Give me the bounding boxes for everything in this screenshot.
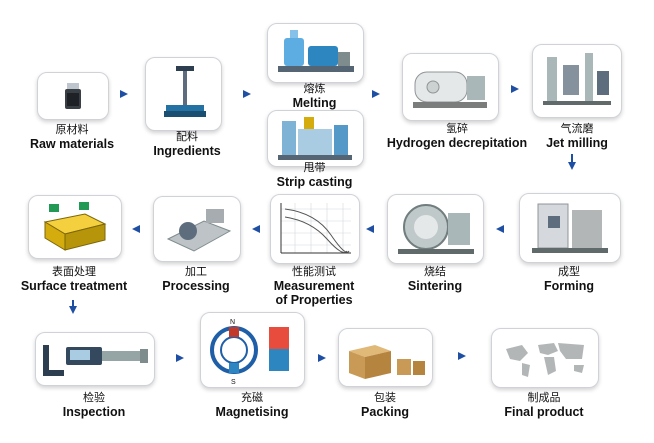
arrow-left-2: [366, 225, 374, 233]
strip-casting-image: [267, 110, 364, 167]
raw-materials-caption: 原材料 Raw materials: [12, 124, 132, 151]
processing-image: [153, 196, 241, 262]
arrow-down-1-shaft: [571, 154, 573, 162]
processing-caption: 加工 Processing: [141, 266, 251, 293]
hydrogen-caption: 氢碎 Hydrogen decrepitation: [372, 123, 542, 150]
arrow-down-1: [568, 162, 576, 170]
surface-treatment-image: [28, 195, 122, 259]
raw-materials-image: [37, 72, 109, 120]
surface-treatment-caption: 表面处理 Surface treatment: [4, 266, 144, 293]
pole-n-label: N: [230, 319, 235, 326]
caster-icon: [278, 117, 352, 160]
measurement-caption: 性能测试 Measurement of Properties: [254, 266, 374, 307]
ingredients-cn: 配料: [176, 131, 198, 143]
surface-treatment-cn: 表面处理: [52, 266, 96, 278]
melting-cn: 熔炼: [303, 83, 326, 95]
inspection-en: Inspection: [62, 404, 126, 419]
jet-milling-en: Jet milling: [546, 135, 608, 150]
forming-caption: 成型 Forming: [514, 266, 624, 293]
packing-cn: 包装: [374, 392, 396, 404]
arrow-left-3: [252, 225, 260, 233]
strip-casting-en: Strip casting: [276, 174, 353, 189]
sintering-cn: 烧结: [424, 266, 446, 278]
ingredients-image: [145, 57, 222, 131]
measurement-image: [270, 194, 360, 264]
ingredients-en: Ingredients: [153, 143, 221, 158]
micrometer-icon: [43, 345, 148, 376]
forming-cn: 成型: [558, 266, 580, 278]
measurement-en-line1: Measurement: [273, 278, 355, 293]
scale-icon: [164, 66, 206, 117]
packing-caption: 包装 Packing: [330, 392, 440, 419]
melting-image: [267, 23, 364, 83]
inspection-caption: 检验 Inspection: [39, 392, 149, 419]
vacuum-furnace-icon: [398, 204, 474, 254]
boxes-icon: [349, 345, 425, 379]
hydrogen-image: [402, 53, 499, 121]
arrow-right-1: [120, 90, 128, 98]
inspection-cn: 检验: [83, 392, 105, 404]
grinder-icon: [166, 209, 232, 252]
packing-en: Packing: [361, 404, 409, 419]
hydrogen-en: Hydrogen decrepitation: [386, 135, 528, 150]
raw-materials-cn: 原材料: [55, 124, 89, 136]
final-product-en: Final product: [504, 404, 584, 419]
world-map-icon: [506, 343, 584, 377]
arrow-right-4: [511, 85, 519, 93]
raw-materials-en: Raw materials: [29, 136, 115, 151]
melting-en: Melting: [292, 95, 337, 110]
ingredients-caption: 配料 Ingredients: [132, 131, 242, 158]
magnetising-icon: N S: [210, 319, 289, 386]
inspection-image: [35, 332, 155, 386]
magnetising-caption: 充磁 Magnetising: [197, 392, 307, 419]
sintering-en: Sintering: [407, 278, 463, 293]
forming-en: Forming: [544, 278, 594, 293]
arrow-left-1: [496, 225, 504, 233]
melting-caption: 熔炼 Melting: [262, 83, 367, 110]
forming-image: [519, 193, 621, 263]
magnetising-image: N S: [200, 312, 305, 388]
arrow-right-5: [176, 354, 184, 362]
press-icon: [532, 203, 608, 253]
packing-image: [338, 328, 433, 387]
pole-s-label: S: [231, 379, 236, 386]
hydrogen-furnace-icon: [413, 71, 487, 108]
jet-mill-icon: [543, 53, 611, 105]
surface-treatment-en: Surface treatment: [20, 278, 128, 293]
arrow-right-3: [372, 90, 380, 98]
measurement-cn: 性能测试: [292, 266, 336, 278]
coated-block-icon: [43, 202, 107, 251]
jet-milling-caption: 气流磨 Jet milling: [522, 123, 632, 150]
hydrogen-cn: 氢碎: [446, 123, 468, 135]
bh-curve-graph-icon: [280, 203, 351, 254]
furnace-icon: [278, 30, 354, 72]
final-product-image: [491, 328, 599, 388]
magnetising-cn: 充磁: [241, 392, 263, 404]
arrow-right-7: [458, 352, 466, 360]
arrow-right-6: [318, 354, 326, 362]
arrow-down-2-shaft: [72, 300, 74, 306]
sintering-caption: 烧结 Sintering: [380, 266, 490, 293]
magnetising-en: Magnetising: [215, 404, 289, 419]
measurement-en-line2: of Properties: [275, 293, 353, 308]
jar-icon: [65, 83, 81, 109]
arrow-right-2: [243, 90, 251, 98]
processing-cn: 加工: [185, 266, 207, 278]
strip-casting-cn: 甩带: [303, 162, 326, 174]
processing-en: Processing: [162, 278, 230, 293]
arrow-left-4: [132, 225, 140, 233]
final-product-cn: 制成品: [527, 392, 561, 404]
jet-milling-image: [532, 44, 622, 118]
final-product-caption: 制成品 Final product: [484, 392, 604, 419]
jet-milling-cn: 气流磨: [560, 123, 594, 135]
sintering-image: [387, 194, 484, 264]
arrow-down-2: [69, 306, 77, 314]
strip-casting-caption: 甩带 Strip casting: [262, 162, 367, 189]
